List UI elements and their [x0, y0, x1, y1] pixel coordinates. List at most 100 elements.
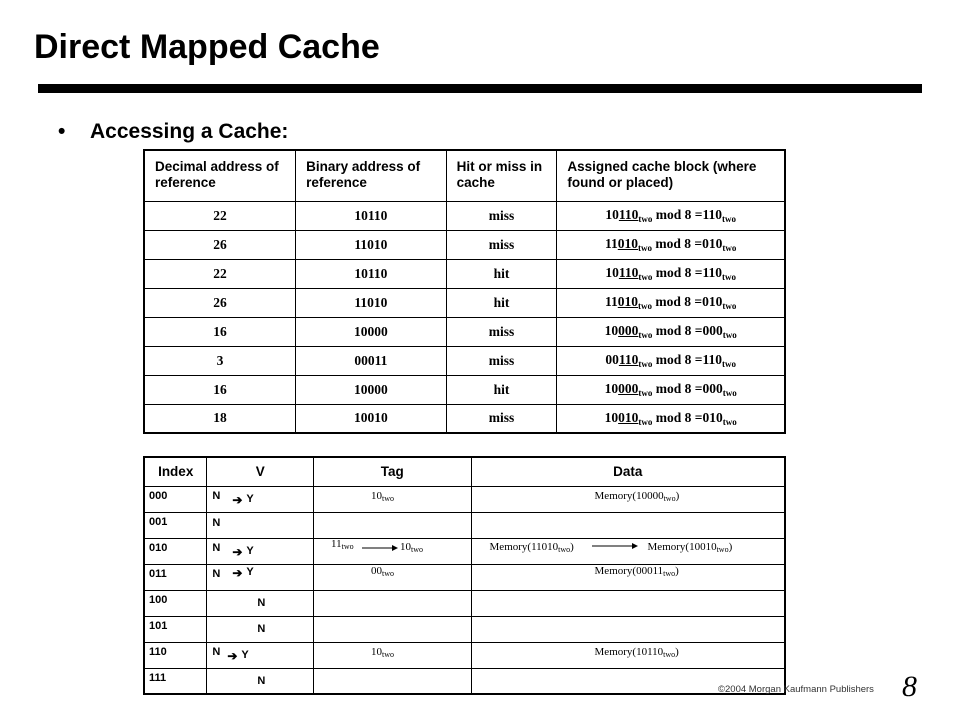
tag-cell: 00two	[313, 563, 472, 591]
address-index-bits: 010	[618, 409, 639, 425]
base-subscript: two	[722, 301, 737, 311]
valid-bit-cell: N ➔Y	[206, 641, 315, 669]
tag-bits: 10	[371, 489, 383, 502]
data-cell: Memory(00011two)	[470, 563, 786, 591]
valid-value: N	[257, 674, 266, 687]
binary-address-cell: 10000	[295, 316, 447, 347]
mod-expression: mod 8 =000	[652, 323, 723, 338]
base-subscript: two	[663, 568, 676, 578]
address-index-bits: 000	[618, 381, 639, 396]
assigned-block-cell: 10010two mod 8 =010two	[556, 403, 786, 434]
decimal-address-cell: 22	[143, 200, 297, 231]
header-hit-or-miss: Hit or miss in cache	[445, 149, 558, 202]
data-close: )	[675, 489, 680, 502]
binary-address-cell: 00011	[295, 345, 447, 376]
mod-expression: mod 8 =010	[652, 236, 723, 251]
data-value: Memory(10010two)	[648, 541, 733, 554]
base-subscript: two	[638, 214, 653, 224]
hit-miss-cell: hit	[445, 374, 558, 405]
assigned-block-cell: 00110two mod 8 =110two	[556, 345, 786, 376]
valid-new: Y	[241, 648, 249, 661]
tag-value: 10two	[371, 646, 394, 659]
address-high-bits: 10	[605, 207, 619, 222]
valid-new: Y	[246, 544, 254, 557]
address-high-bits: 11	[605, 294, 618, 309]
address-high-bits: 11	[605, 236, 618, 251]
base-subscript: two	[716, 544, 729, 554]
address-high-bits: 10	[604, 381, 619, 396]
valid-bit-cell: N➔Y	[206, 537, 315, 565]
binary-address-cell: 10110	[295, 200, 447, 231]
header-data: Data	[470, 456, 786, 487]
base-subscript: two	[663, 493, 676, 503]
address-index-bits: 110	[618, 265, 639, 280]
decimal-address-cell: 26	[143, 287, 297, 318]
address-index-bits: 010	[617, 236, 639, 251]
data-cell	[470, 589, 786, 617]
mod-expression: mod 8 =010	[652, 409, 723, 425]
base-subscript: two	[722, 416, 737, 427]
data-text: Memory(10000	[594, 489, 664, 502]
arrow-right-icon: ➔	[232, 492, 243, 507]
base-subscript: two	[721, 359, 736, 369]
replace-arrow-icon	[362, 543, 399, 556]
decimal-address-cell: 16	[143, 316, 297, 347]
cache-header-row: Index V Tag Data	[143, 456, 786, 487]
decimal-address-cell: 22	[143, 258, 297, 289]
valid-old: N	[212, 645, 221, 658]
data-cell: Memory(10110two)	[470, 641, 786, 669]
base-subscript: two	[663, 649, 676, 659]
base-subscript: two	[638, 359, 653, 369]
base-subscript: two	[558, 544, 571, 554]
valid-old: N	[212, 541, 221, 554]
hit-miss-cell: miss	[445, 200, 558, 231]
title-rule	[38, 84, 922, 93]
address-high-bits: 10	[604, 409, 619, 425]
tag-cell	[313, 615, 472, 643]
data-close: )	[675, 564, 679, 577]
mod-expression: mod 8 =000	[652, 381, 723, 396]
base-subscript: two	[638, 272, 653, 282]
data-text: Memory(10010	[647, 540, 717, 553]
copyright-footer: ©2004 Morgan Kaufmann Publishers	[718, 684, 874, 695]
assigned-block-cell: 10110two mod 8 =110two	[556, 200, 786, 231]
address-index-bits: 110	[618, 352, 639, 367]
cache-index-cell: 100	[143, 589, 208, 617]
data-cell	[470, 667, 786, 695]
header-tag: Tag	[313, 456, 472, 487]
cache-index-cell: 011	[143, 563, 208, 591]
valid-value: N	[257, 596, 266, 609]
arrow-right-icon: ➔	[227, 648, 238, 663]
data-old-text: Memory(11010	[489, 540, 559, 553]
base-subscript: two	[721, 272, 736, 282]
reference-table: Decimal address of reference Binary addr…	[143, 149, 786, 434]
address-high-bits: 10	[605, 265, 619, 280]
tag-bits: 10	[400, 540, 412, 553]
address-index-bits: 010	[617, 294, 639, 309]
valid-bit-cell: N➔Y	[206, 563, 315, 591]
data-value: Memory(10110two)	[595, 646, 679, 659]
cache-index-cell: 001	[143, 511, 208, 539]
binary-address-cell: 10010	[295, 403, 447, 434]
tag-bits: 10	[371, 645, 383, 658]
binary-address-cell: 11010	[295, 229, 447, 260]
base-subscript: two	[722, 388, 737, 398]
bullet-marker: •	[58, 120, 66, 143]
binary-address-cell: 10000	[295, 374, 447, 405]
valid-bit-cell: N	[206, 667, 315, 695]
tag-old: 11two	[331, 538, 354, 551]
assigned-block-cell: 10000two mod 8 =000two	[556, 374, 786, 405]
valid-old: N	[212, 489, 221, 502]
header-assigned-block: Assigned cache block (where found or pla…	[556, 149, 786, 202]
